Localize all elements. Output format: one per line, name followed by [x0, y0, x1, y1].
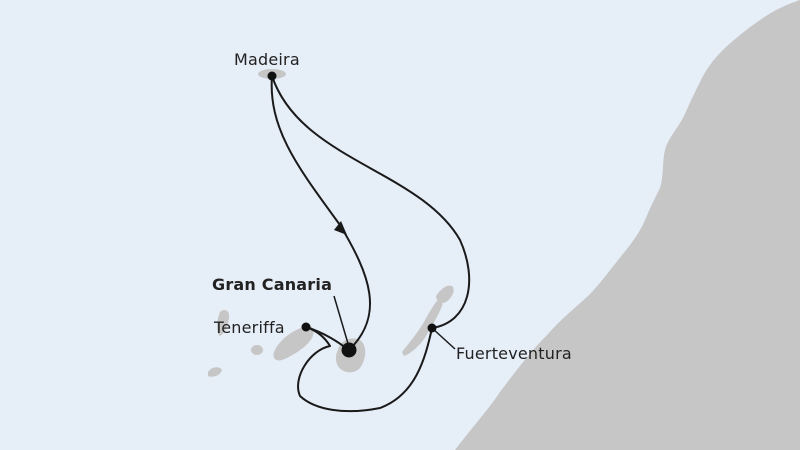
label-madeira[interactable]: Madeira [234, 50, 300, 69]
port-marker-madeira[interactable] [267, 71, 277, 81]
label-gran-canaria[interactable]: Gran Canaria [212, 275, 333, 294]
arrow-icon [334, 221, 347, 235]
island-el-hierro [208, 367, 222, 377]
island-la-gomera [251, 345, 263, 355]
route-madeira-fuerteventura [271, 75, 471, 329]
mainland-coast [455, 0, 800, 450]
route-fuerteventura-teneriffa [297, 326, 433, 413]
label-teneriffa[interactable]: Teneriffa [214, 318, 285, 337]
port-marker-gran-canaria[interactable] [341, 342, 357, 358]
port-marker-teneriffa[interactable] [301, 322, 311, 332]
island-lanzarote [436, 285, 454, 303]
port-marker-fuerteventura[interactable] [427, 323, 437, 333]
island-tenerife [273, 325, 314, 361]
leader-line-fuerteventura [431, 327, 456, 350]
island-fuerteventura [402, 299, 443, 356]
label-fuerteventura[interactable]: Fuerteventura [456, 344, 572, 363]
leader-line-gran-canaria [333, 295, 350, 348]
island-la-palma [217, 310, 230, 336]
